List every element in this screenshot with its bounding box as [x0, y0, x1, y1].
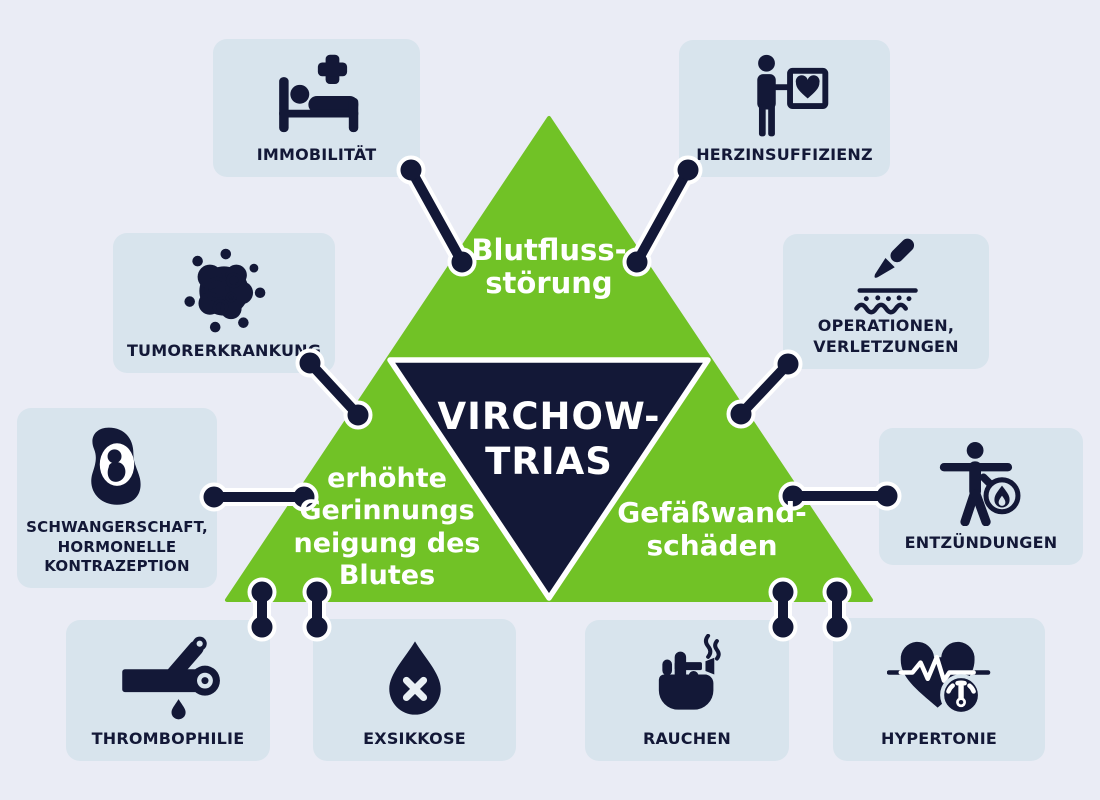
tumor-cell-icon — [178, 241, 270, 341]
water-drop-x-icon — [376, 627, 454, 729]
scalpel-skin-icon — [842, 238, 930, 316]
heart-failure-icon — [734, 48, 836, 145]
card-herzinsuffizienz: HERZINSUFFIZIENZ — [679, 40, 890, 177]
card-hypertonie: HYPERTONIE — [833, 618, 1045, 761]
card-rauchen: RAUCHEN — [585, 620, 789, 761]
vessel-clot-icon — [113, 628, 223, 729]
pregnancy-icon — [76, 416, 158, 518]
card-label: RAUCHEN — [642, 728, 732, 748]
card-entzuendungen: ENTZÜNDUNGEN — [879, 428, 1083, 565]
card-label: OPERATIONEN,VERLETZUNGEN — [813, 316, 959, 356]
card-label: THROMBOPHILIE — [91, 728, 245, 748]
heart-gauge-icon — [887, 626, 991, 729]
hospital-bed-icon — [265, 47, 369, 145]
card-immobilitaet: IMMOBILITÄT — [213, 39, 420, 177]
card-exsikkose: EXSIKKOSE — [313, 619, 516, 761]
card-label: ENTZÜNDUNGEN — [904, 532, 1058, 552]
smoking-hand-icon — [642, 628, 732, 729]
card-label: HYPERTONIE — [880, 728, 998, 748]
diagram-title: VIRCHOW-TRIAS — [437, 395, 661, 484]
center-navy-triangle — [387, 357, 711, 601]
card-thrombophilie: THROMBOPHILIE — [66, 620, 270, 761]
inflammation-icon — [932, 436, 1030, 533]
card-operationen: OPERATIONEN,VERLETZUNGEN — [783, 234, 989, 369]
section-label-vesselwall: Gefäßwand-schäden — [617, 496, 807, 563]
card-label: IMMOBILITÄT — [256, 144, 377, 164]
connectors — [199, 155, 902, 642]
card-label: EXSIKKOSE — [363, 728, 466, 748]
card-tumorerkrankung: TUMORERKRANKUNG — [113, 233, 335, 373]
section-label-bloodflow: Blutfluss-störung — [471, 233, 627, 301]
card-label: HERZINSUFFIZIENZ — [696, 144, 873, 164]
card-label: TUMORERKRANKUNG — [126, 340, 322, 360]
